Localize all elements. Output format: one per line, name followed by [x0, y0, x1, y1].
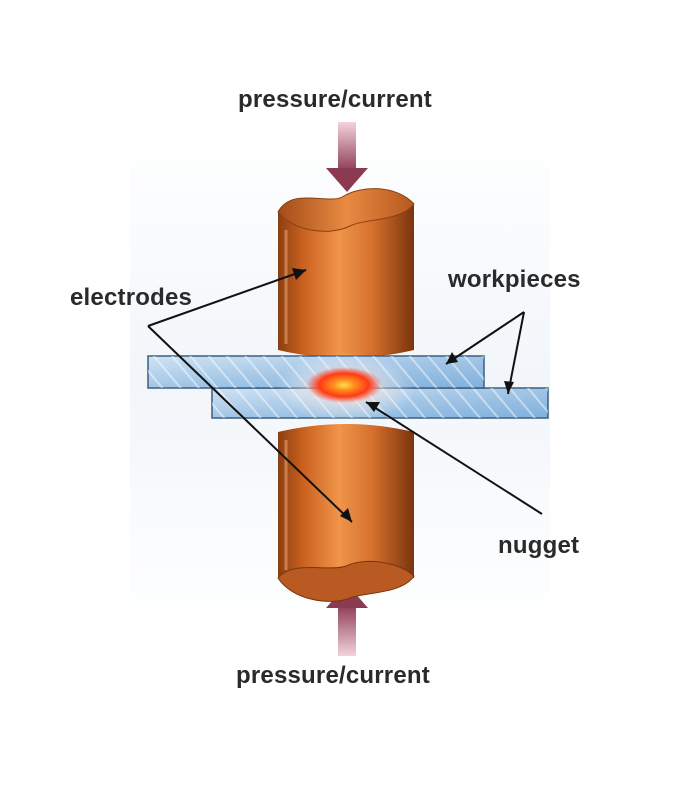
arrowhead-lower-electrode: [340, 508, 352, 522]
arrowhead-upper-electrode: [292, 268, 306, 280]
workpieces-label: workpieces: [448, 266, 581, 293]
lower-electrode: [277, 424, 415, 602]
bottom-force-label: pressure/current: [236, 662, 430, 689]
workpieces-leader-lower: [507, 311, 525, 395]
electrodes-leader-lower: [147, 325, 353, 523]
electrodes-label: electrodes: [70, 284, 193, 311]
arrowhead-upper-plate: [446, 352, 458, 364]
electrodes-leader-upper: [147, 269, 307, 327]
workpieces-leader-upper: [445, 311, 525, 365]
arrowheads: [292, 268, 514, 522]
arrowhead-nugget: [366, 402, 380, 412]
top-force-label: pressure/current: [238, 86, 432, 113]
arrowhead-lower-plate: [504, 381, 514, 394]
upper-electrode: [277, 188, 415, 358]
top-force-arrow: [326, 122, 368, 192]
leader-lines: [147, 269, 543, 523]
nugget-leader: [365, 401, 543, 515]
weld-nugget: [306, 367, 382, 403]
nugget-label: nugget: [498, 532, 580, 559]
